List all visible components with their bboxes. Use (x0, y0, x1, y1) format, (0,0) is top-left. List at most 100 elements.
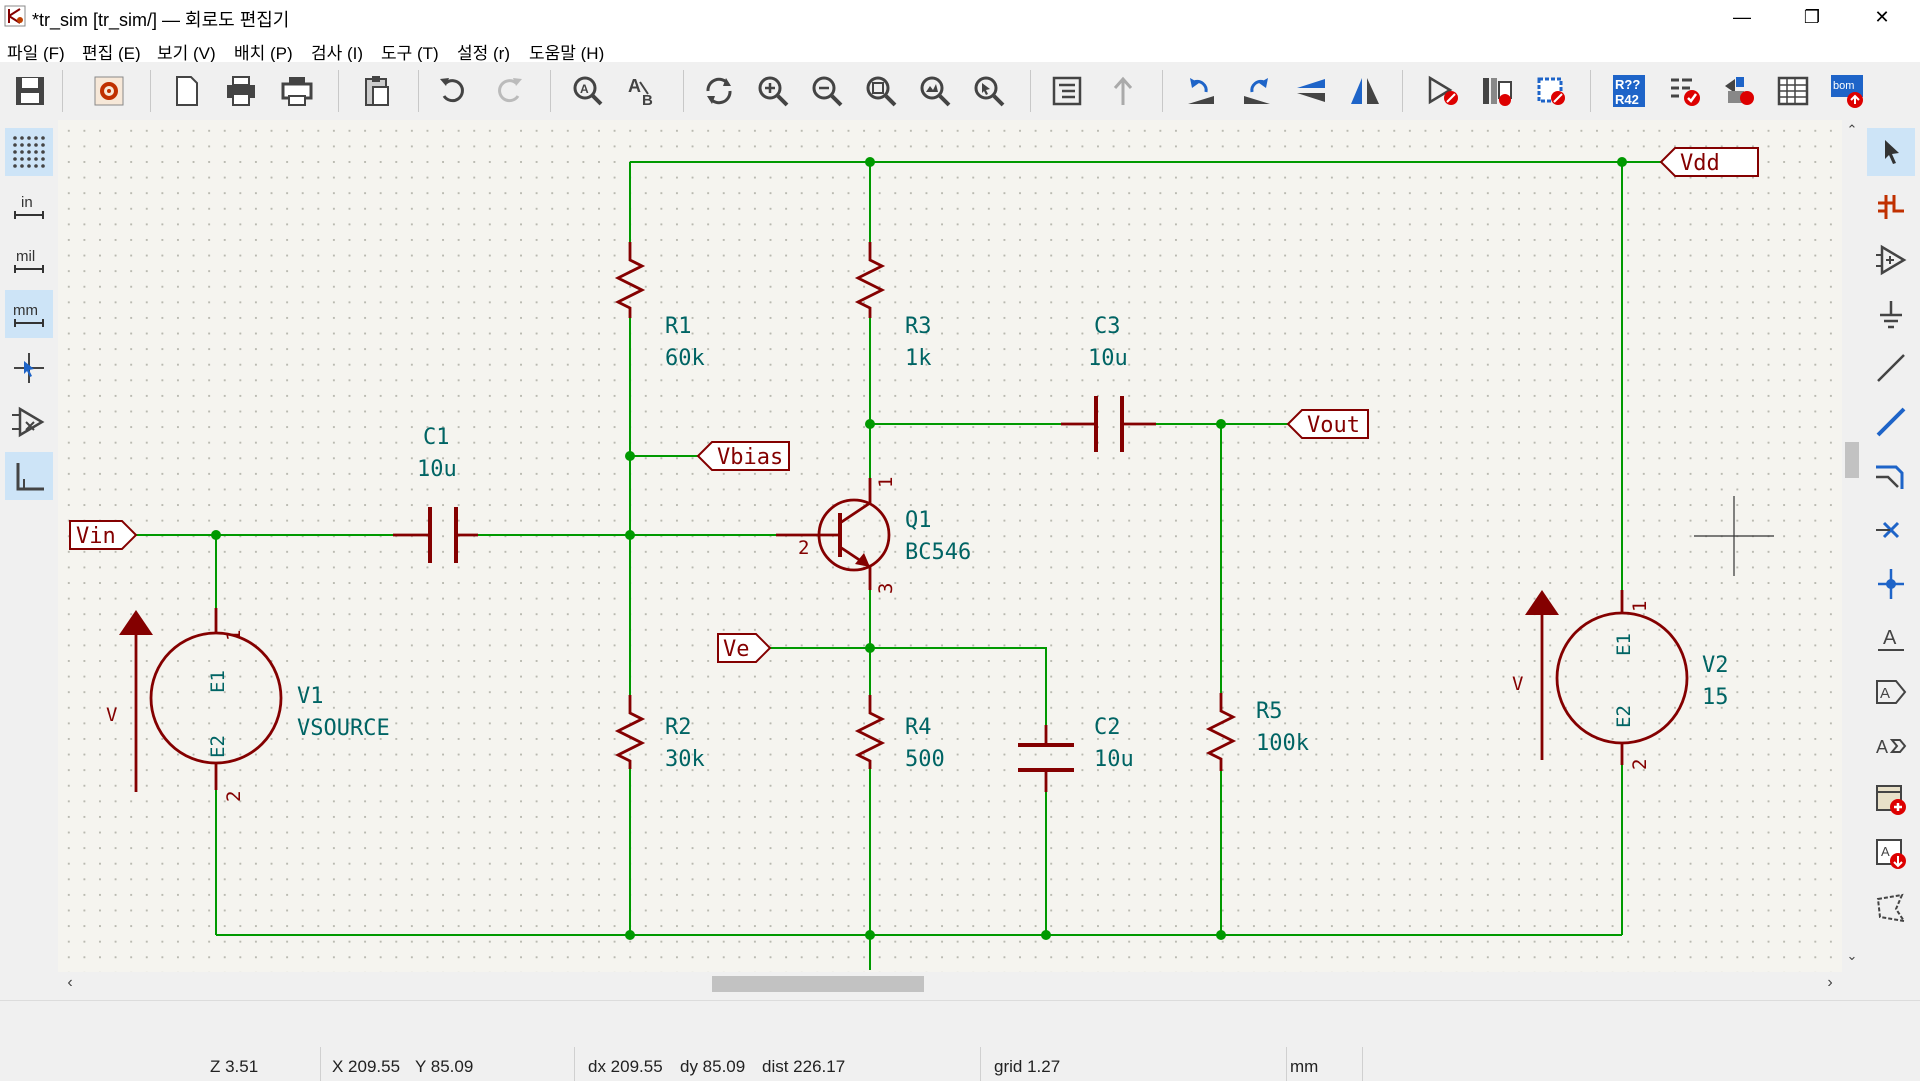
scroll-left-icon[interactable]: ‹ (67, 974, 73, 991)
add-bus-entry-button[interactable] (1867, 452, 1915, 500)
minimize-button[interactable]: — (1733, 6, 1751, 27)
menu-place[interactable]: 배치 (P) (234, 44, 293, 63)
print-icon[interactable] (220, 70, 262, 112)
paste-icon[interactable] (356, 70, 398, 112)
zoom-out-icon[interactable] (806, 70, 848, 112)
c1-ref[interactable]: C1 (423, 425, 450, 450)
highlight-net-button[interactable] (1867, 182, 1915, 230)
hidden-pins-button[interactable] (5, 398, 53, 446)
r1-value[interactable]: 60k (665, 346, 705, 371)
maximize-button[interactable]: ❐ (1803, 6, 1821, 27)
add-sheet-button[interactable] (1867, 776, 1915, 824)
add-hier-label-button[interactable]: A (1867, 722, 1915, 770)
c1-value[interactable]: 10u (417, 457, 457, 482)
menu-help[interactable]: 도움말 (H) (529, 44, 605, 63)
r3-value[interactable]: 1k (905, 346, 932, 371)
erc-icon[interactable] (1664, 70, 1706, 112)
add-wire-button[interactable] (1867, 398, 1915, 446)
label-vout[interactable]: Vout (1307, 413, 1360, 438)
leave-sheet-icon[interactable] (1102, 70, 1144, 112)
q1-value[interactable]: BC546 (905, 540, 971, 565)
save-icon[interactable] (9, 70, 51, 112)
undo-icon[interactable] (432, 70, 474, 112)
v1-ref[interactable]: V1 (297, 684, 324, 709)
zoom-fit-icon[interactable] (860, 70, 902, 112)
no-connect-button[interactable] (1867, 506, 1915, 554)
units-inches-button[interactable]: in (5, 182, 53, 230)
label-ve[interactable]: Ve (723, 637, 750, 662)
c2-ref[interactable]: C2 (1094, 715, 1121, 740)
add-global-label-button[interactable]: A (1867, 668, 1915, 716)
r5-ref[interactable]: R5 (1256, 699, 1283, 724)
bom-table-icon[interactable] (1772, 70, 1814, 112)
plot-icon[interactable] (276, 70, 318, 112)
menu-edit[interactable]: 편집 (E) (82, 44, 141, 63)
horizontal-scroll-thumb[interactable] (712, 976, 924, 992)
zoom-in-icon[interactable] (752, 70, 794, 112)
label-vin[interactable]: Vin (76, 524, 116, 549)
footprint-editor-icon[interactable] (1530, 70, 1572, 112)
r2-ref[interactable]: R2 (665, 715, 692, 740)
units-mm-button[interactable]: mm (5, 290, 53, 338)
horizontal-scrollbar[interactable]: ‹ › (58, 972, 1842, 996)
scroll-down-icon[interactable]: ⌄ (1846, 948, 1858, 963)
import-sheet-pin-button[interactable]: A (1867, 830, 1915, 878)
zoom-objects-icon[interactable] (914, 70, 956, 112)
symbol-browser-icon[interactable] (1476, 70, 1518, 112)
r2-value[interactable]: 30k (665, 747, 705, 772)
junction-icon (1878, 569, 1904, 599)
find-icon[interactable]: A (566, 70, 608, 112)
vertical-scroll-thumb[interactable] (1845, 442, 1859, 478)
symbol-editor-icon[interactable] (1422, 70, 1464, 112)
c3-value[interactable]: 10u (1088, 346, 1128, 371)
mirror-vertical-icon[interactable] (1290, 70, 1332, 112)
add-graphic-polygon-button[interactable] (1867, 884, 1915, 932)
rotate-cw-icon[interactable] (1236, 70, 1278, 112)
menu-file[interactable]: 파일 (F) (7, 44, 65, 63)
select-tool-button[interactable] (1867, 128, 1915, 176)
r5-value[interactable]: 100k (1256, 731, 1309, 756)
v2-ref[interactable]: V2 (1702, 653, 1729, 678)
close-button[interactable]: ✕ (1874, 6, 1890, 27)
hierarchy-navigator-icon[interactable] (1046, 70, 1088, 112)
schematic-canvas[interactable]: Vdd Vout Vbias Vin Ve R1 60k R3 1k C3 10… (58, 120, 1842, 972)
q1-ref[interactable]: Q1 (905, 508, 932, 533)
add-power-button[interactable] (1867, 290, 1915, 338)
rotate-ccw-icon[interactable] (1180, 70, 1222, 112)
add-net-label-button[interactable]: A (1867, 614, 1915, 662)
v1-value[interactable]: VSOURCE (297, 716, 390, 741)
label-vdd[interactable]: Vdd (1680, 151, 1720, 176)
mirror-horizontal-icon[interactable] (1344, 70, 1386, 112)
c3-ref[interactable]: C3 (1094, 314, 1121, 339)
menu-preferences[interactable]: 설정 (r) (457, 44, 510, 63)
vertical-scrollbar[interactable]: ⌃ ⌄ (1842, 120, 1862, 972)
add-symbol-button[interactable] (1867, 236, 1915, 284)
menu-inspect[interactable]: 검사 (I) (311, 44, 364, 63)
r4-value[interactable]: 500 (905, 747, 945, 772)
assign-footprints-icon[interactable] (1718, 70, 1760, 112)
zoom-selection-icon[interactable] (968, 70, 1010, 112)
v2-value[interactable]: 15 (1702, 685, 1729, 710)
schematic-setup-icon[interactable] (88, 70, 130, 112)
redo-icon[interactable] (488, 70, 530, 112)
grid-toggle-button[interactable] (5, 128, 53, 176)
add-line-button[interactable] (1867, 344, 1915, 392)
full-cursor-button[interactable] (5, 344, 53, 392)
units-mils-button[interactable]: mil (5, 236, 53, 284)
refresh-icon[interactable] (698, 70, 740, 112)
scroll-up-icon[interactable]: ⌃ (1846, 122, 1858, 137)
label-vbias[interactable]: Vbias (717, 445, 783, 470)
45-degree-mode-button[interactable] (5, 452, 53, 500)
menu-tools[interactable]: 도구 (T) (381, 44, 439, 63)
r1-ref[interactable]: R1 (665, 314, 692, 339)
generate-bom-icon[interactable]: bom (1826, 70, 1868, 112)
add-junction-button[interactable] (1867, 560, 1915, 608)
menu-view[interactable]: 보기 (V) (157, 44, 216, 63)
annotate-icon[interactable]: R??R42 (1608, 70, 1650, 112)
r4-ref[interactable]: R4 (905, 715, 932, 740)
scroll-right-icon[interactable]: › (1827, 974, 1833, 991)
r3-ref[interactable]: R3 (905, 314, 932, 339)
c2-value[interactable]: 10u (1094, 747, 1134, 772)
page-settings-icon[interactable] (165, 70, 207, 112)
